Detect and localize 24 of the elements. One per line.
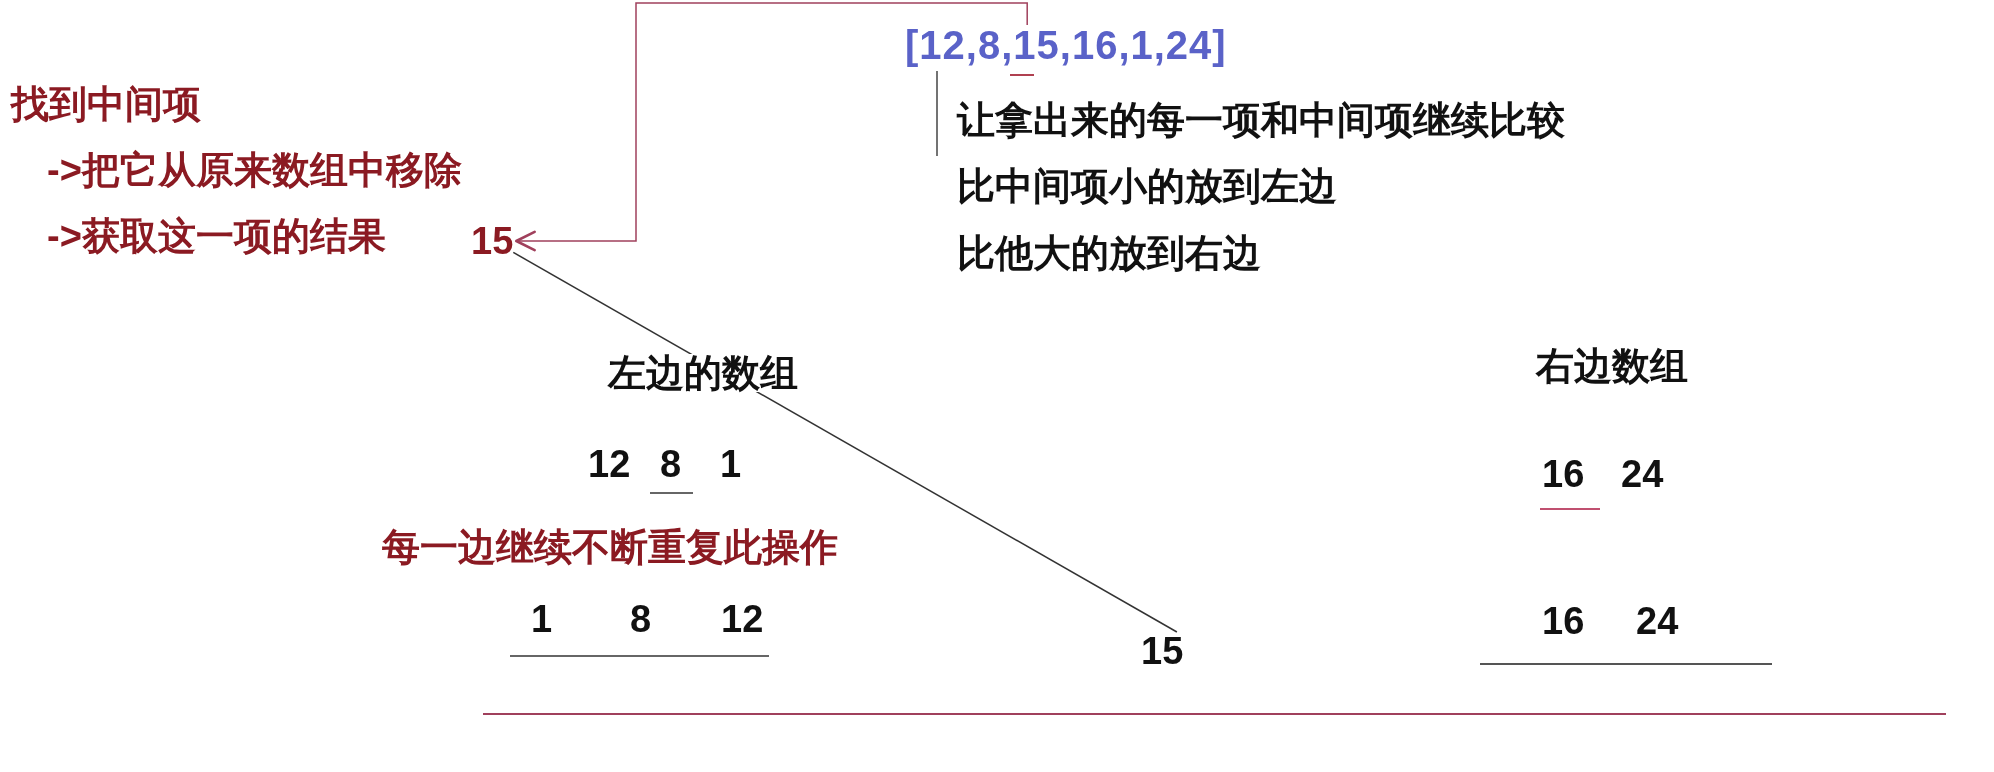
number-array: [12,8,15,16,1,24] [905, 25, 1227, 65]
column-heading: 右边数组 [1536, 347, 1688, 385]
number: 1 [720, 445, 742, 483]
number: 24 [1636, 602, 1679, 640]
number: 8 [660, 445, 682, 483]
instruction-text: 让拿出来的每一项和中间项继续比较 [957, 101, 1565, 139]
number: 8 [630, 600, 652, 638]
number: 12 [721, 600, 764, 638]
note-text: 找到中间项 [11, 85, 201, 123]
instruction-text: 比他大的放到右边 [957, 234, 1261, 272]
note-text: ->把它从原来数组中移除 [47, 151, 462, 189]
column-heading: 左边的数组 [608, 354, 798, 392]
number: 24 [1621, 455, 1664, 493]
number: 16 [1542, 602, 1585, 640]
number: 16 [1542, 455, 1585, 493]
number: 12 [588, 445, 631, 483]
note-text: ->获取这一项的结果 [47, 217, 386, 255]
connector-line [512, 251, 1178, 633]
number: 1 [531, 600, 553, 638]
number: 15 [1141, 632, 1184, 670]
connector-arrow [515, 2, 1028, 252]
instruction-text: 比中间项小的放到左边 [957, 167, 1337, 205]
note-text: 每一边继续不断重复此操作 [382, 528, 838, 566]
number: 15 [471, 222, 514, 260]
